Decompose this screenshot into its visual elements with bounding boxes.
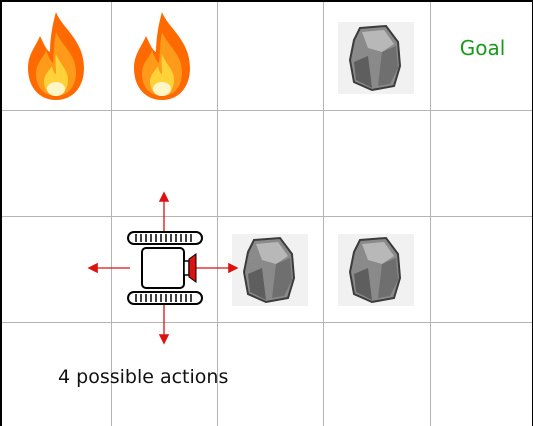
fire-icon [134,12,190,100]
grid-line [323,0,324,426]
rock-icon [232,234,308,306]
robot-agent [87,191,239,345]
grid-line [111,0,112,426]
rock-icon [338,22,414,94]
grid-line [430,0,431,426]
grid-line [0,110,533,111]
actions-annotation: 4 possible actions [58,366,229,388]
robot-sensor-icon [188,253,197,283]
grid-line [0,216,533,217]
robot-body [141,247,185,289]
fire-icon [28,12,84,100]
grid-line [0,322,533,323]
rock-icon [338,234,414,306]
goal-label: Goal [459,36,506,60]
grid-line [217,0,218,426]
